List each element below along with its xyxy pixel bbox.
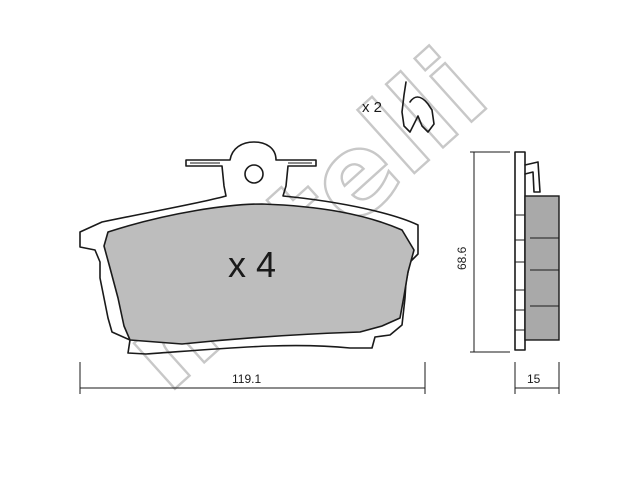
- pad-quantity: x 4: [228, 244, 276, 285]
- side-friction: [524, 195, 560, 341]
- spring-quantity: x 2: [362, 99, 382, 116]
- height-label: 68.6: [455, 246, 469, 270]
- side-clip: [524, 161, 541, 193]
- mounting-hole: [244, 164, 264, 184]
- pad-side-view: 68.6 15: [455, 151, 560, 394]
- spring-clip: x 2: [362, 81, 435, 133]
- spring-clip-shape: [401, 81, 435, 133]
- width-label: 119.1: [232, 372, 261, 386]
- friction-material: [103, 203, 415, 345]
- pad-front-view: x 4: [79, 141, 419, 355]
- side-backing-plate: [514, 151, 526, 351]
- backing-plate-outline: [79, 141, 419, 355]
- width-dimension: 119.1: [79, 362, 426, 394]
- thickness-label: 15: [527, 372, 541, 386]
